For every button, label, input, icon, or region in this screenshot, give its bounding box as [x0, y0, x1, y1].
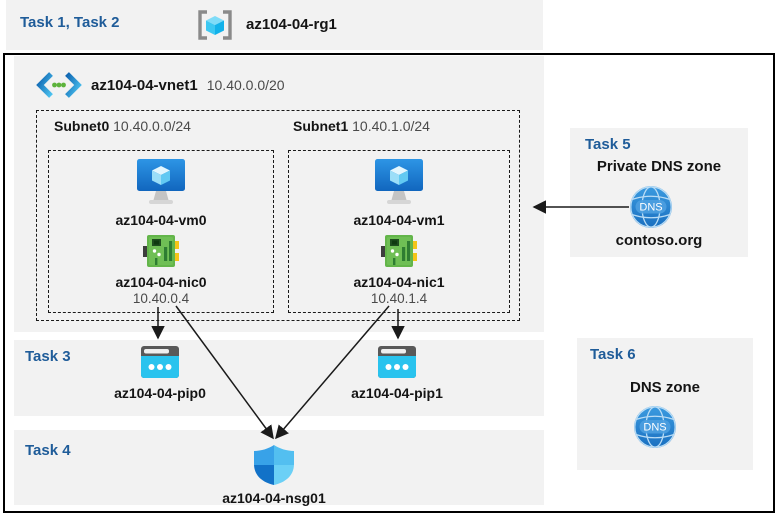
- task6-panel: [577, 338, 753, 470]
- pip0-name: az104-04-pip0: [114, 385, 206, 401]
- virtual-machine-icon: [375, 159, 423, 204]
- task4-label: Task 4: [25, 442, 71, 459]
- private-dns-zone-name: contoso.org: [615, 232, 703, 249]
- network-interface-icon: [143, 235, 179, 267]
- pip1-group: az104-04-pip1: [327, 346, 467, 401]
- subnet0-cidr: 10.40.0.0/24: [113, 118, 191, 134]
- vnet-name: az104-04-vnet1: [91, 76, 198, 94]
- resource-group-icon: [198, 10, 232, 40]
- task5-label: Task 5: [585, 136, 631, 153]
- virtual-network-icon: [36, 72, 82, 98]
- nic0-ip: 10.40.0.4: [132, 291, 190, 306]
- task6-label: Task 6: [590, 346, 636, 363]
- nic1-name: az104-04-nic1: [353, 274, 445, 290]
- subnet1-box: [288, 150, 510, 313]
- vnet-cidr: 10.40.0.0/20: [206, 77, 285, 93]
- public-ip-icon: [378, 346, 416, 378]
- network-security-group-shield-icon: [254, 445, 294, 485]
- nsg-group: az104-04-nsg01: [204, 445, 344, 506]
- nic0-name: az104-04-nic0: [115, 274, 207, 290]
- subnet0-name: Subnet0: [54, 118, 110, 134]
- virtual-machine-icon: [137, 159, 185, 204]
- task3-label: Task 3: [25, 348, 71, 365]
- subnet0-box: [48, 150, 274, 313]
- svg-text:DNS: DNS: [639, 202, 662, 214]
- vm1-name: az104-04-vm1: [353, 212, 445, 228]
- vnet-header: az104-04-vnet1 10.40.0.0/20: [36, 69, 285, 101]
- subnet0-content: az104-04-vm0 az104-04-nic0 10.40.0.4: [48, 150, 274, 306]
- svg-text:DNS: DNS: [643, 422, 666, 434]
- nic1-ip: 10.40.1.4: [370, 291, 428, 306]
- pip1-name: az104-04-pip1: [351, 385, 443, 401]
- private-dns-zone-title: Private DNS zone: [596, 158, 722, 175]
- dns-zone-icon: DNS: [634, 406, 676, 448]
- subnet0-label: Subnet0 10.40.0.0/24: [54, 118, 191, 134]
- resource-group-name: az104-04-rg1: [246, 16, 337, 33]
- public-ip-icon: [141, 346, 179, 378]
- subnet1-cidr: 10.40.1.0/24: [352, 118, 430, 134]
- dns-zone-title: DNS zone: [629, 379, 700, 396]
- task1-2-panel: [6, 0, 543, 50]
- vnet-panel: [14, 56, 544, 332]
- subnet1-content: az104-04-vm1 az104-04-nic1 10.40.1.4: [288, 150, 510, 306]
- nsg-name: az104-04-nsg01: [222, 490, 326, 506]
- vm0-name: az104-04-vm0: [115, 212, 207, 228]
- task1-2-label: Task 1, Task 2: [20, 14, 120, 31]
- pip0-group: az104-04-pip0: [90, 346, 230, 401]
- dns-zone-icon: DNS: [630, 186, 672, 228]
- subnet1-name: Subnet1: [293, 118, 349, 134]
- network-interface-icon: [381, 235, 417, 267]
- subnet1-label: Subnet1 10.40.1.0/24: [293, 118, 430, 134]
